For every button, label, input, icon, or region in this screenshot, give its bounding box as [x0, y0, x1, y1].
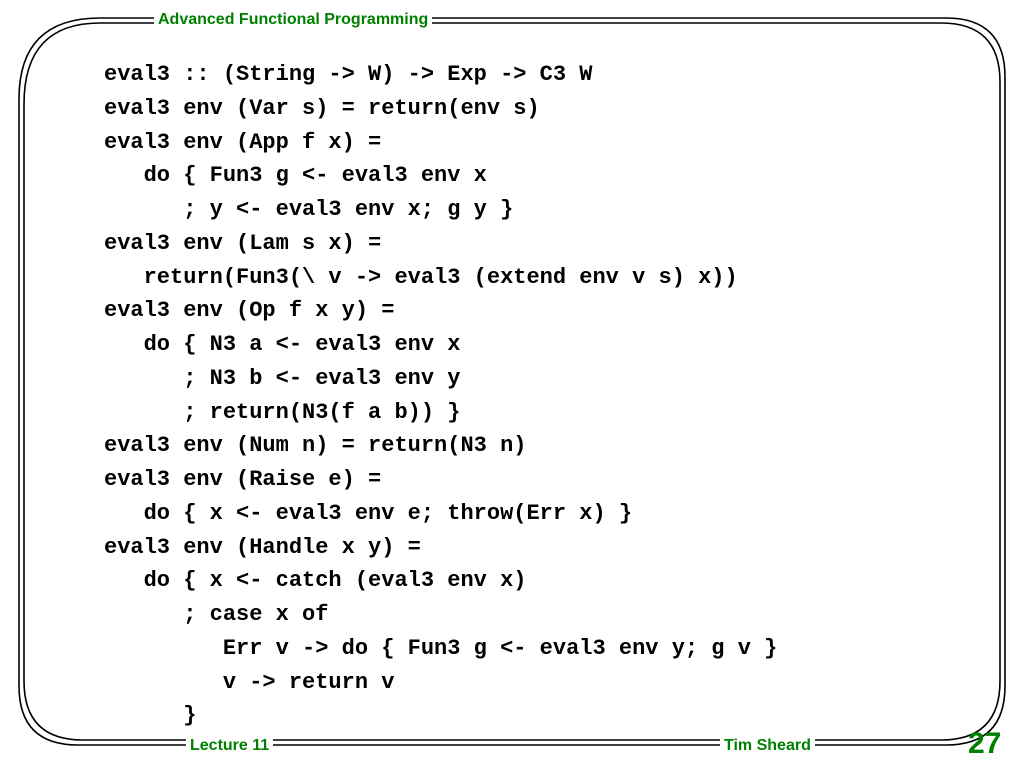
code-line: eval3 env (Handle x y) = [104, 534, 421, 560]
footer-lecture-label: Lecture 11 [186, 736, 274, 756]
code-line: eval3 env (App f x) = [104, 129, 382, 155]
code-line: do { x <- catch (eval3 env x) [104, 568, 527, 594]
code-line: ; y <- eval3 env x; g y } [104, 197, 514, 222]
code-line: ; return(N3(f a b)) } [104, 399, 461, 425]
footer-author-label: Tim Sheard [720, 736, 815, 756]
code-line: do { Fun3 g <- eval3 env x [104, 163, 487, 189]
code-line: eval3 env (Raise e) = [104, 467, 382, 492]
code-line: eval3 env (Op f x y) = [104, 298, 395, 324]
slide-header-title: Advanced Functional Programming [154, 10, 433, 30]
code-line: eval3 env (Lam s x) = [104, 230, 382, 256]
code-line: do { x <- eval3 env e; throw(Err x) } [104, 500, 633, 526]
code-line: ; case x of [104, 602, 329, 627]
code-line: eval3 env (Num n) = return(N3 n) [104, 433, 527, 459]
page-number: 27 [968, 727, 1002, 760]
code-line: } [104, 703, 197, 729]
code-line: v -> return v [104, 669, 395, 695]
code-line: eval3 env (Var s) = return(env s) [104, 95, 540, 121]
code-line: eval3 :: (String -> W) -> Exp -> C3 W [104, 62, 593, 87]
code-line: ; N3 b <- eval3 env y [104, 365, 461, 391]
code-line: do { N3 a <- eval3 env x [104, 332, 461, 357]
code-line: return(Fun3(\ v -> eval3 (extend env v s… [104, 264, 738, 290]
code-line: Err v -> do { Fun3 g <- eval3 env y; g v… [104, 635, 778, 661]
